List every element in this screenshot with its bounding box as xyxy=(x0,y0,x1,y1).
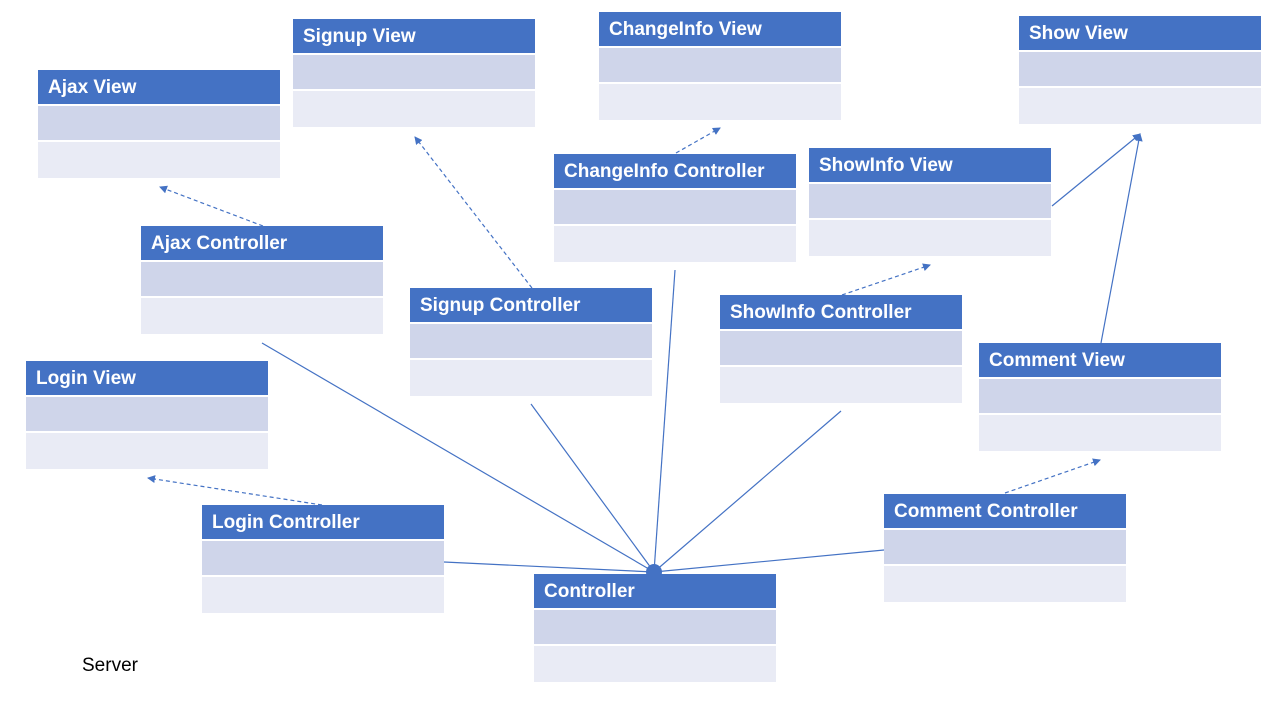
methods-section xyxy=(979,415,1221,451)
class-login-controller[interactable]: Login Controller xyxy=(202,505,444,613)
relation-changeinfo-controller-to-changeinfo-view xyxy=(675,127,721,154)
attributes-section xyxy=(534,610,776,646)
methods-section xyxy=(26,433,268,469)
attributes-section xyxy=(293,55,535,91)
class-ajax-controller[interactable]: Ajax Controller xyxy=(141,226,383,334)
class-title: Signup View xyxy=(293,19,535,55)
class-comment-view[interactable]: Comment View xyxy=(979,343,1221,451)
relation-signup-controller-to-signup-view xyxy=(414,136,533,289)
attributes-section xyxy=(1019,52,1261,88)
attributes-section xyxy=(720,331,962,367)
methods-section xyxy=(141,298,383,334)
methods-section xyxy=(410,360,652,396)
class-title: ShowInfo Controller xyxy=(720,295,962,331)
relation-showinfo-controller-to-showinfo-view xyxy=(841,263,931,296)
relation-comment-controller-to-comment-view xyxy=(1004,458,1101,494)
methods-section xyxy=(809,220,1051,256)
relation-ajax-controller-to-ajax-view xyxy=(159,185,264,227)
relation-comment-controller-to-controller xyxy=(653,549,885,573)
relation-signup-controller-to-controller xyxy=(530,403,655,573)
methods-section xyxy=(554,226,796,262)
methods-section xyxy=(534,646,776,682)
attributes-section xyxy=(38,106,280,142)
class-title: ChangeInfo View xyxy=(599,12,841,48)
class-title: Login View xyxy=(26,361,268,397)
relation-ajax-controller-to-controller xyxy=(261,342,655,573)
class-title: Signup Controller xyxy=(410,288,652,324)
attributes-section xyxy=(884,530,1126,566)
relation-showinfo-view-to-show-view xyxy=(1051,133,1141,207)
class-signup-view[interactable]: Signup View xyxy=(293,19,535,127)
class-title: ShowInfo View xyxy=(809,148,1051,184)
class-comment-controller[interactable]: Comment Controller xyxy=(884,494,1126,602)
class-changeinfo-view[interactable]: ChangeInfo View xyxy=(599,12,841,120)
class-login-view[interactable]: Login View xyxy=(26,361,268,469)
class-changeinfo-controller[interactable]: ChangeInfo Controller xyxy=(554,154,796,262)
attributes-section xyxy=(554,190,796,226)
attributes-section xyxy=(809,184,1051,220)
methods-section xyxy=(720,367,962,403)
relation-changeinfo-controller-to-controller xyxy=(653,269,676,573)
class-ajax-view[interactable]: Ajax View xyxy=(38,70,280,178)
class-title: Comment Controller xyxy=(884,494,1126,530)
class-title: Comment View xyxy=(979,343,1221,379)
class-controller[interactable]: Controller xyxy=(534,574,776,682)
diagram-caption: Server xyxy=(82,655,138,676)
relation-showinfo-controller-to-controller xyxy=(653,410,842,573)
attributes-section xyxy=(141,262,383,298)
relation-login-controller-to-controller xyxy=(443,561,655,573)
class-title: Show View xyxy=(1019,16,1261,52)
class-title: Controller xyxy=(534,574,776,610)
methods-section xyxy=(599,84,841,120)
class-title: Ajax Controller xyxy=(141,226,383,262)
class-show-view[interactable]: Show View xyxy=(1019,16,1261,124)
class-showinfo-controller[interactable]: ShowInfo Controller xyxy=(720,295,962,403)
attributes-section xyxy=(202,541,444,577)
attributes-section xyxy=(26,397,268,433)
relation-login-controller-to-login-view xyxy=(147,475,323,506)
methods-section xyxy=(1019,88,1261,124)
class-title: ChangeInfo Controller xyxy=(554,154,796,190)
relation-comment-view-to-show-view xyxy=(1100,133,1143,344)
attributes-section xyxy=(599,48,841,84)
methods-section xyxy=(293,91,535,127)
methods-section xyxy=(202,577,444,613)
attributes-section xyxy=(410,324,652,360)
methods-section xyxy=(884,566,1126,602)
class-signup-controller[interactable]: Signup Controller xyxy=(410,288,652,396)
methods-section xyxy=(38,142,280,178)
class-title: Ajax View xyxy=(38,70,280,106)
class-showinfo-view[interactable]: ShowInfo View xyxy=(809,148,1051,256)
attributes-section xyxy=(979,379,1221,415)
class-title: Login Controller xyxy=(202,505,444,541)
